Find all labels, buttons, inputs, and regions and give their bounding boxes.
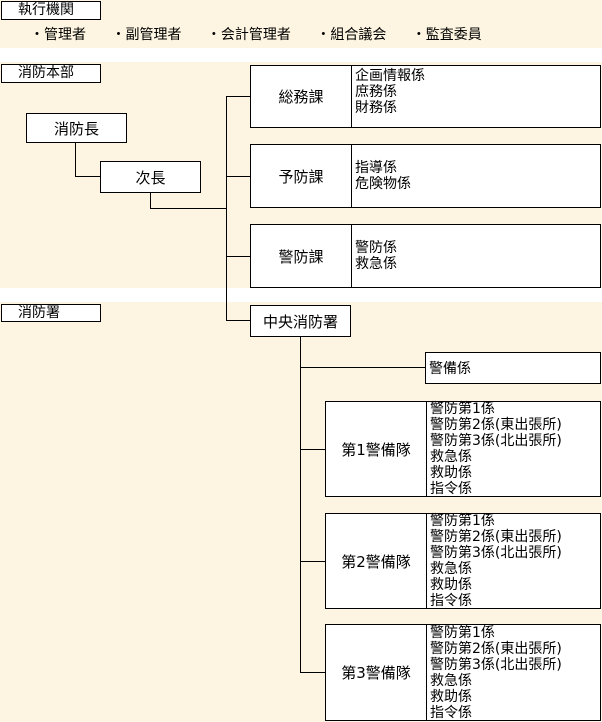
section-item: 警防第1係	[430, 513, 495, 529]
section-item: 警防第3係(北出張所)	[430, 545, 562, 561]
team-name: 第2警備隊	[341, 552, 411, 571]
exec-member: ・会計管理者	[206, 27, 291, 43]
exec-member: ・副管理者	[111, 27, 182, 43]
section-item: 警防第3係(北出張所)	[430, 433, 562, 449]
section-item: 危険物係	[355, 176, 411, 192]
section-item: 財務係	[355, 100, 397, 116]
section-item: 救助係	[430, 465, 472, 481]
station-box: 中央消防署	[250, 305, 351, 337]
connector-line	[226, 256, 251, 257]
section-item: 救助係	[430, 688, 472, 705]
division-keibo: 警防課 警防係 救急係	[250, 224, 601, 288]
connector-line	[300, 672, 326, 673]
connector-line	[300, 367, 426, 368]
team-box-1: 第1警備隊 警防第1係 警防第2係(東出張所) 警防第3係(北出張所) 救急係 …	[325, 401, 601, 497]
team-items: 警防第1係 警防第2係(東出張所) 警防第3係(北出張所) 救急係 救助係 指令…	[426, 624, 562, 721]
connector-line	[300, 449, 326, 450]
connector-line	[226, 96, 251, 97]
section-item: 警防第2係(東出張所)	[430, 417, 562, 433]
chief-box: 消防長	[26, 113, 127, 143]
division-somu: 総務課 企画情報係 庶務係 財務係	[250, 65, 601, 128]
team-items: 警防第1係 警防第2係(東出張所) 警防第3係(北出張所) 救急係 救助係 指令…	[426, 513, 562, 609]
section-item: 警防第2係(東出張所)	[430, 529, 562, 545]
exec-member: ・管理者	[30, 27, 86, 43]
deputy-box: 次長	[100, 161, 201, 193]
section-item: 警防第2係(東出張所)	[430, 640, 562, 657]
connector-line	[75, 142, 76, 176]
section-item: 庶務係	[355, 84, 397, 100]
section-item: 指令係	[430, 704, 472, 721]
division-name: 総務課	[278, 88, 324, 106]
connector-line	[300, 561, 326, 562]
exec-title: 執行機関	[1, 1, 101, 20]
hq-title: 消防本部	[1, 64, 101, 83]
section-item: 救助係	[430, 577, 472, 593]
section-item: 警防第1係	[430, 624, 495, 641]
connector-line	[226, 320, 251, 321]
section-item: 指令係	[430, 593, 472, 609]
section-item: 救急係	[355, 256, 397, 272]
connector-line	[300, 337, 301, 673]
connector-line	[75, 176, 101, 177]
connector-line	[226, 96, 227, 320]
section-item: 企画情報係	[355, 68, 425, 84]
team-name: 第3警備隊	[341, 664, 411, 682]
team-box-3: 第3警備隊 警防第1係 警防第2係(東出張所) 警防第3係(北出張所) 救急係 …	[325, 624, 601, 721]
section-item: 指導係	[355, 160, 397, 176]
division-items: 警防係 救急係	[351, 225, 397, 287]
section-item: 警防第1係	[430, 401, 495, 417]
division-name: 予防課	[278, 167, 324, 186]
section-item: 警防係	[355, 240, 397, 256]
connector-line	[150, 192, 151, 209]
section-item: 警防第3係(北出張所)	[430, 656, 562, 673]
division-items: 企画情報係 庶務係 財務係	[351, 66, 425, 127]
exec-member: ・監査委員	[411, 27, 482, 43]
section-item: 救急係	[430, 449, 472, 465]
connector-line	[150, 208, 227, 209]
connector-line	[226, 176, 251, 177]
division-yobo: 予防課 指導係 危険物係	[250, 144, 601, 208]
exec-members: ・管理者 ・副管理者 ・会計管理者 ・組合議会 ・監査委員	[30, 24, 503, 44]
section-item: 救急係	[430, 561, 472, 577]
exec-member: ・組合議会	[316, 27, 387, 43]
section-item: 指令係	[430, 481, 472, 497]
division-name: 警防課	[278, 247, 324, 266]
station-title: 消防署	[1, 304, 101, 322]
direct-section-box: 警備係	[425, 352, 601, 384]
team-name: 第1警備隊	[341, 440, 411, 459]
division-items: 指導係 危険物係	[351, 145, 411, 207]
team-box-2: 第2警備隊 警防第1係 警防第2係(東出張所) 警防第3係(北出張所) 救急係 …	[325, 513, 601, 609]
section-item: 救急係	[430, 672, 472, 689]
team-items: 警防第1係 警防第2係(東出張所) 警防第3係(北出張所) 救急係 救助係 指令…	[426, 401, 562, 497]
